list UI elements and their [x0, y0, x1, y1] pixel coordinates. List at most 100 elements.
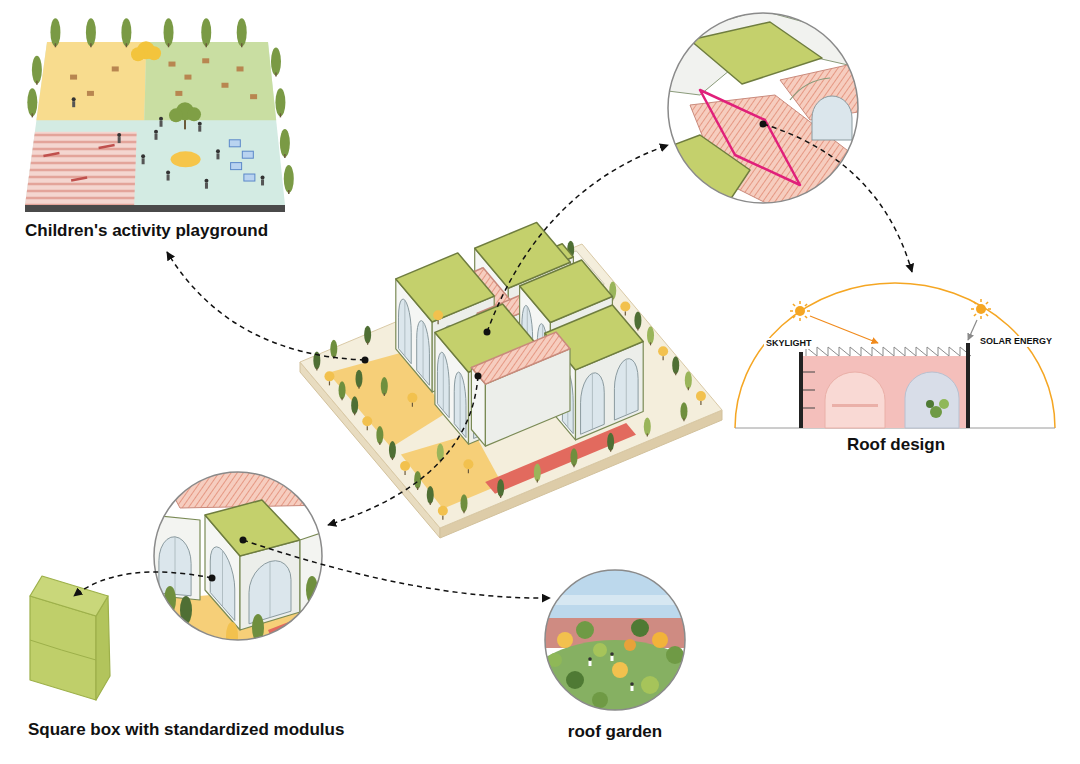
callout-arrow: [243, 540, 550, 598]
sand-zone: [36, 42, 146, 120]
tree-trunk: [468, 469, 469, 473]
cypress-tree: [237, 18, 247, 46]
hopscotch-tile: [229, 140, 240, 147]
tree-trunk: [358, 386, 359, 389]
garden-figure: [630, 682, 634, 686]
tree: [362, 416, 372, 426]
tree-trunk: [500, 495, 501, 498]
tree-trunk: [700, 401, 701, 405]
cypress-tree: [32, 56, 42, 84]
tree: [570, 448, 577, 466]
garden-figure: [589, 661, 592, 666]
garden-tree: [631, 619, 649, 637]
caption-text: Children's activity playground: [25, 221, 268, 241]
box-chamfer: [30, 640, 96, 660]
roof-garden-panel: roof garden: [545, 568, 685, 748]
play-equipment: [184, 75, 191, 80]
tree: [389, 441, 396, 459]
zoom-border: [154, 472, 322, 640]
annotation-label: SOLAR ENERGY: [978, 336, 1054, 347]
window-mullion: [592, 373, 593, 429]
tree-trunk: [688, 387, 689, 390]
zoom-wall-curve: [790, 78, 830, 100]
tree-trunk: [284, 154, 286, 158]
tree: [180, 596, 192, 624]
sun-ray: [790, 310, 793, 312]
child-figure: [167, 175, 170, 181]
arched-window: [454, 372, 466, 438]
tree-trunk: [55, 43, 57, 47]
tree: [644, 418, 651, 436]
cypress-tree: [121, 18, 131, 46]
tree: [330, 340, 337, 358]
tree: [672, 356, 679, 374]
tree: [534, 464, 541, 482]
sunlight-ray: [810, 316, 878, 343]
tree: [339, 381, 346, 399]
play-equipment: [175, 91, 182, 96]
callout-arrow: [328, 376, 478, 525]
arched-window: [581, 373, 605, 434]
indoor-plant: [926, 400, 934, 408]
tree: [351, 396, 358, 414]
solar-ray: [968, 320, 977, 340]
tree-trunk: [379, 442, 380, 445]
zoom-border: [668, 13, 858, 203]
garden-tree: [641, 676, 659, 694]
building-block: [471, 332, 570, 446]
tree-trunk: [329, 381, 330, 385]
child-figure: [216, 149, 220, 153]
play-equipment: [221, 83, 228, 88]
indoor-plant: [930, 406, 942, 418]
roof-section: [735, 283, 1055, 428]
play-equipment: [202, 58, 209, 63]
tree-trunk: [341, 397, 342, 400]
tree-trunk: [683, 418, 684, 421]
cypress-tree: [284, 165, 294, 193]
tree-trunk: [354, 412, 355, 415]
child-figure: [159, 117, 163, 121]
sky: [540, 565, 690, 625]
roof-section-panel: SKYLIGHTSOLAR ENERGYRoof design: [730, 262, 1062, 458]
tree-trunk: [610, 449, 611, 452]
cypress-tree: [50, 18, 60, 46]
lawn-zone: [144, 42, 276, 120]
child-figure: [141, 154, 145, 158]
tree-trunk: [280, 113, 282, 117]
callout-dot: [240, 537, 247, 544]
child-figure: [198, 122, 202, 126]
zoom-arch: [812, 96, 852, 140]
garden-figure: [610, 652, 614, 656]
window-mullion: [626, 359, 627, 415]
window-mullion: [404, 300, 405, 356]
child-figure: [261, 175, 265, 179]
callout-dot: [362, 357, 369, 364]
zoom-wall: [150, 515, 200, 600]
garden-tree: [576, 621, 594, 639]
seesaw: [99, 145, 115, 148]
callout-arrow: [74, 572, 212, 596]
tree-trunk: [316, 367, 317, 370]
cypress-tree: [27, 88, 37, 116]
playground-illustration: [25, 18, 294, 212]
child-figure: [216, 153, 219, 159]
callout-arrow: [487, 145, 668, 332]
playground-panel: Children's activity playground: [20, 36, 295, 246]
window-mullion: [443, 353, 444, 411]
roof-zoom-content: [660, 10, 870, 215]
section-wall: [966, 343, 970, 428]
tree-trunk: [430, 502, 431, 505]
tree: [324, 371, 334, 381]
tree: [685, 371, 692, 389]
tree-trunk: [392, 457, 393, 460]
cypress-tree: [275, 88, 285, 116]
arched-window: [159, 537, 191, 596]
sun-ray: [986, 314, 988, 316]
tree-trunk: [90, 43, 92, 47]
tree: [407, 393, 417, 403]
callout-dot: [484, 329, 491, 336]
tree: [306, 576, 318, 604]
tree-trunk: [32, 113, 34, 117]
